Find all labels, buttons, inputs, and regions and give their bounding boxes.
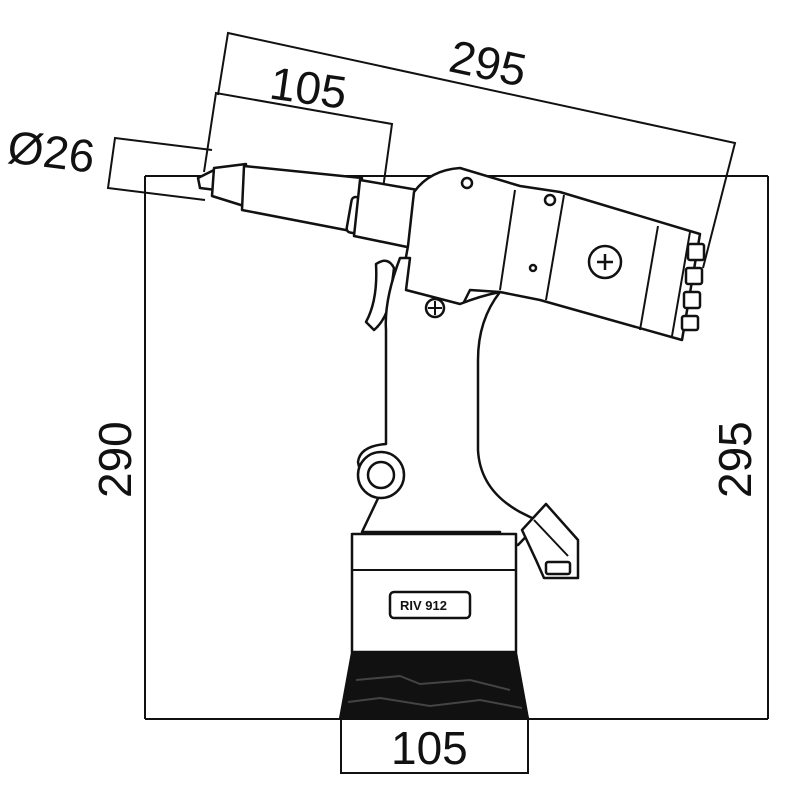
rivet-tool-illustration: RIV 912 [196,162,706,719]
model-label: RIV 912 [400,598,447,613]
height-front-label: 290 [89,421,141,498]
base-width-dimension: 105 [340,717,529,774]
nose-length-label: 105 [267,57,350,119]
base-pad [338,651,530,719]
trigger [364,259,396,332]
diameter-label: Ø26 [5,120,98,182]
height-rear-label: 295 [709,421,761,498]
nose-length-dimension: 105 [203,57,394,204]
nose-piece [196,162,420,250]
diameter-dimension: Ø26 [5,120,213,201]
base-width-label: 105 [391,722,468,774]
model-plate [388,590,472,620]
overall-length-label: 295 [445,30,531,97]
